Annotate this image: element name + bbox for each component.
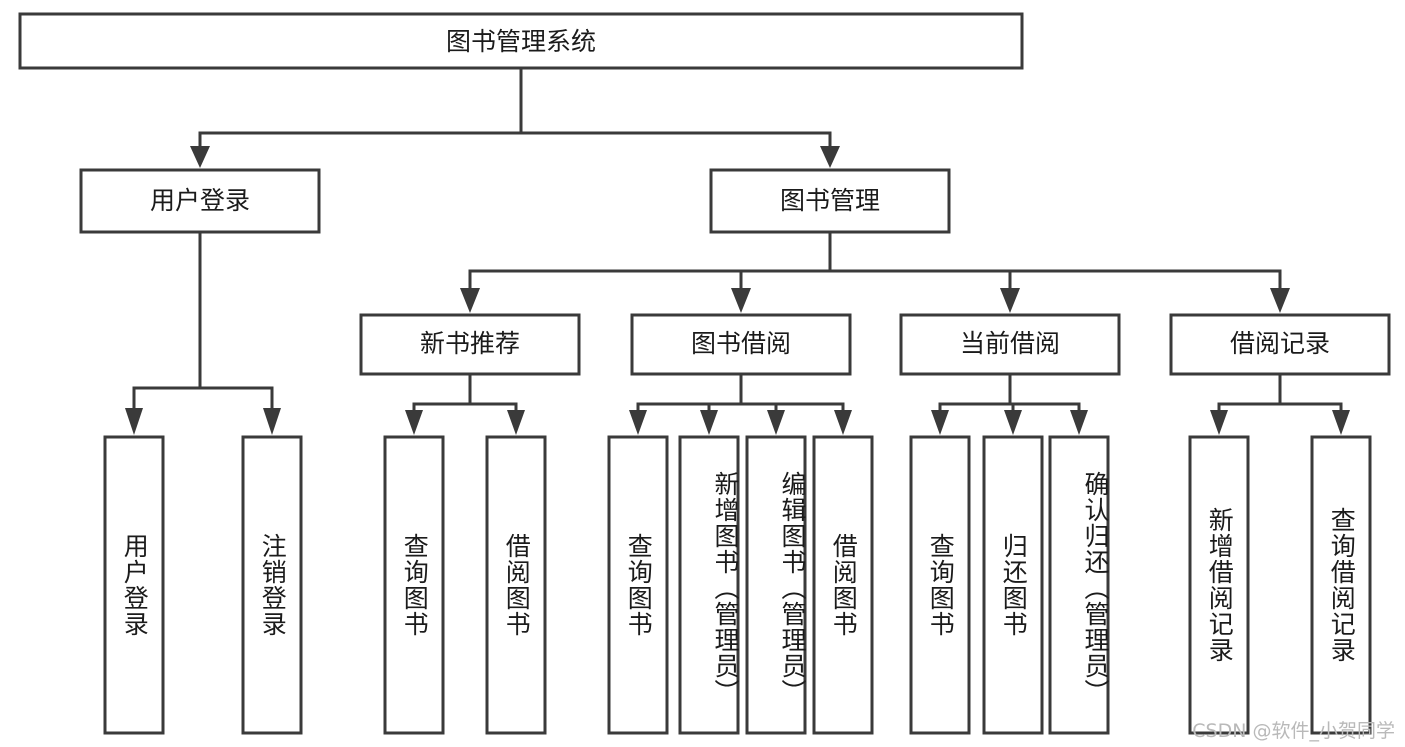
- node-book-manage-label: 图书管理: [780, 186, 880, 215]
- arrow-head-leaf-confirm-return: [1070, 410, 1088, 435]
- arrow-head-leaf-query-book-2: [629, 410, 647, 435]
- node-book-borrow-box[interactable]: [630, 313, 852, 376]
- node-user-login-label: 用户登录: [150, 186, 250, 215]
- node-borrow-record-label: 借阅记录: [1230, 329, 1330, 358]
- arrow-head-leaf-return-book: [1004, 410, 1022, 435]
- arrow-head-book-borrow: [731, 288, 751, 313]
- arrow-head-book-manage: [820, 146, 840, 168]
- node-current-borrow-box[interactable]: [899, 313, 1121, 376]
- node-book-borrow-label: 图书借阅: [691, 329, 791, 358]
- arrow-head-current-borrow: [1000, 288, 1020, 313]
- arrow-head-leaf-add-record: [1210, 410, 1228, 435]
- node-leaf-add-record-box[interactable]: [1188, 435, 1250, 735]
- arrow-head-leaf-query-book-3: [931, 410, 949, 435]
- connector-group-root: [190, 66, 840, 168]
- node-leaf-query-book-2-box[interactable]: [607, 435, 669, 735]
- connector-group-book-borrow: [629, 372, 852, 435]
- node-leaf-borrow-book-2-box[interactable]: [812, 435, 874, 735]
- connector-group-book-manage: [460, 230, 1290, 313]
- node-leaf-edit-book-box[interactable]: [745, 435, 807, 735]
- node-new-book-recommend-label: 新书推荐: [420, 329, 520, 358]
- node-leaf-return-book-box[interactable]: [982, 435, 1044, 735]
- node-borrow-record-box[interactable]: [1169, 313, 1391, 376]
- node-new-book-recommend-box[interactable]: [359, 313, 581, 376]
- node-leaf-query-book-1-box[interactable]: [383, 435, 445, 735]
- arrow-head-borrow-record: [1270, 288, 1290, 313]
- node-user-login-box[interactable]: [79, 168, 321, 234]
- node-current-borrow-label: 当前借阅: [960, 329, 1060, 358]
- node-leaf-query-book-3-box[interactable]: [909, 435, 971, 735]
- node-leaf-add-book-box[interactable]: [678, 435, 740, 735]
- node-leaf-logout-box[interactable]: [241, 435, 303, 735]
- connector-group-new-book-recommend: [405, 372, 525, 435]
- arrow-head-user-login: [190, 146, 210, 168]
- arrow-head-leaf-user-login: [125, 408, 143, 435]
- arrow-head-leaf-edit-book: [767, 410, 785, 435]
- arrow-head-new-book-recommend: [460, 288, 480, 313]
- node-leaf-borrow-book-1-box[interactable]: [485, 435, 547, 735]
- arrow-head-leaf-borrow-book-2: [834, 410, 852, 435]
- arrow-head-leaf-query-record: [1332, 410, 1350, 435]
- node-book-manage-box[interactable]: [709, 168, 951, 234]
- arrow-head-leaf-logout: [263, 408, 281, 435]
- node-root-box[interactable]: [18, 12, 1024, 70]
- arrow-head-leaf-add-book: [700, 410, 718, 435]
- connector-group-user-login: [125, 230, 281, 435]
- connector-group-borrow-record: [1210, 372, 1350, 435]
- arrow-head-leaf-borrow-book-1: [507, 410, 525, 435]
- node-leaf-user-login-box[interactable]: [103, 435, 165, 735]
- node-leaf-query-record-box[interactable]: [1310, 435, 1372, 735]
- arrow-head-leaf-query-book-1: [405, 410, 423, 435]
- node-root-label: 图书管理系统: [446, 27, 596, 56]
- connector-group-current-borrow: [931, 372, 1088, 435]
- node-leaf-confirm-return-box[interactable]: [1048, 435, 1110, 735]
